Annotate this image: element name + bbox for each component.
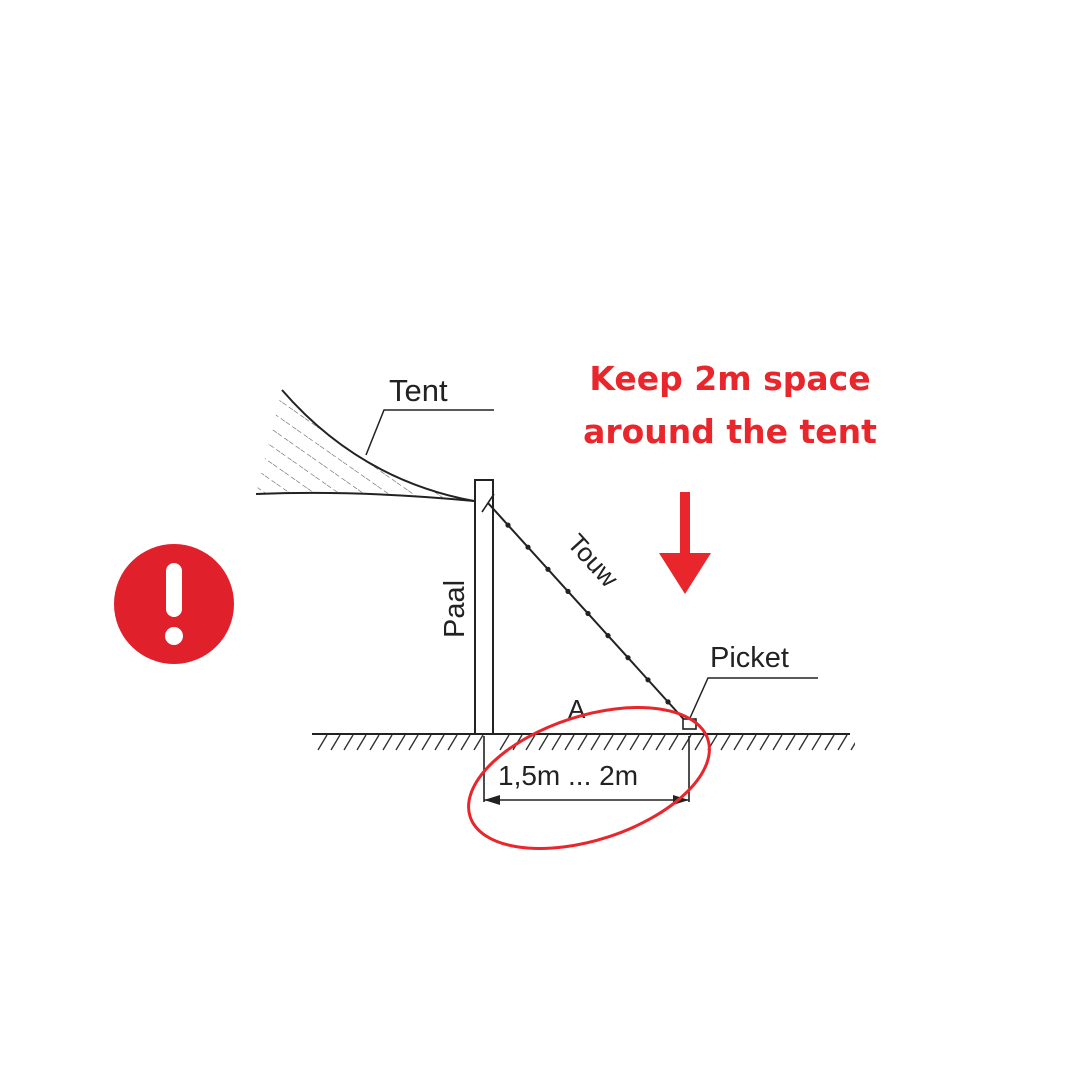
ground-hatch-line <box>811 734 822 751</box>
ground-hatch-line <box>551 734 562 751</box>
ground-hatch-line <box>473 734 484 751</box>
rope-knot <box>525 544 531 550</box>
ground-hatch-line <box>382 734 393 751</box>
rope-tick-top <box>481 493 495 513</box>
rope-knot <box>585 610 591 617</box>
ground-hatch-line <box>629 734 640 751</box>
ground-hatch-line <box>590 734 601 751</box>
rope-knot <box>645 677 651 683</box>
ground-hatch-line <box>733 734 744 751</box>
ground-hatch-line <box>746 734 757 751</box>
tent-edge-upper <box>281 389 475 502</box>
rope-knots <box>505 522 671 705</box>
ground-hatch-line <box>837 734 848 751</box>
ground-hatch-line <box>668 734 679 751</box>
tent-edge-lower <box>255 491 475 502</box>
ground-hatch-line <box>785 734 796 751</box>
ground-hatching <box>317 734 855 751</box>
ground-hatch-line <box>798 734 809 751</box>
ground-hatch-line <box>330 734 341 751</box>
rope-knot <box>505 522 511 528</box>
ground-hatch-line <box>564 734 575 751</box>
ground-hatch-line <box>447 734 458 751</box>
down-arrow-icon <box>659 492 711 594</box>
ground-hatch-line <box>525 734 536 751</box>
tent-canvas <box>256 390 474 501</box>
ground-hatch-line <box>694 734 705 751</box>
stake-label: Picket <box>710 642 789 674</box>
ground-hatch-line <box>720 734 731 751</box>
ground-hatch-line <box>603 734 614 751</box>
ground-hatch-line <box>356 734 367 751</box>
dimension-arrow-left <box>484 795 500 805</box>
distance-label: 1,5m ... 2m <box>498 760 638 791</box>
highlight-ellipse <box>467 706 711 850</box>
ground-hatch-line <box>499 734 510 751</box>
ground-hatch-line <box>421 734 432 751</box>
rope-knot <box>565 588 571 595</box>
exclamation-circle-icon <box>114 544 234 664</box>
ground-hatch-line <box>395 734 406 751</box>
pole <box>474 479 494 735</box>
ground-hatch-line <box>408 734 419 751</box>
warning-note: Keep 2m space around the tent <box>570 352 890 458</box>
ground-hatch-line <box>369 734 380 751</box>
rope-knot <box>625 655 631 661</box>
pole-label: Paal <box>439 580 471 638</box>
ground-hatch-line <box>850 741 855 751</box>
ground-hatch-line <box>616 734 627 751</box>
rope-knot <box>605 633 611 639</box>
tent-leader-line <box>365 409 494 456</box>
ground-hatch-line <box>343 734 354 751</box>
ground-hatch-line <box>434 734 445 751</box>
warning-line-1: Keep 2m space <box>589 359 871 398</box>
ground-hatch-line <box>577 734 588 751</box>
warning-line-2: around the tent <box>583 412 877 451</box>
stake-leader-line <box>689 677 818 719</box>
ground-hatch-line <box>759 734 770 751</box>
ground-hatch-line <box>317 734 328 751</box>
ground-hatch-line <box>772 734 783 751</box>
tent-label: Tent <box>389 373 448 408</box>
ground-hatch-line <box>655 734 666 751</box>
rope-label: Touw <box>562 528 625 593</box>
rope-knot <box>665 699 671 705</box>
rope-knot <box>545 566 551 572</box>
ground-hatch-line <box>824 734 835 751</box>
ground-hatch-line <box>642 734 653 751</box>
ground-hatch-line <box>538 734 549 751</box>
ground-hatch-line <box>460 734 471 751</box>
